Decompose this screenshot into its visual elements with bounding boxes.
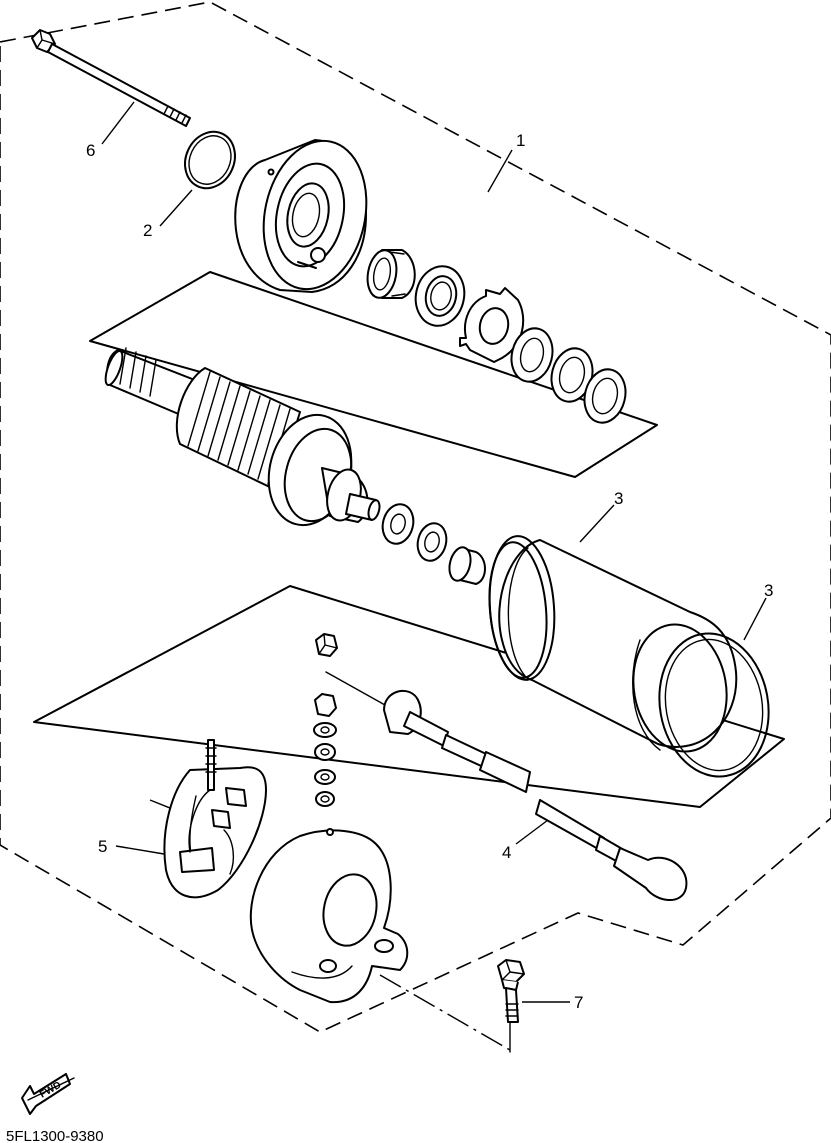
yoke-o-ring-rear[interactable]	[648, 625, 779, 786]
rear-washers[interactable]	[379, 501, 451, 564]
lock-plate[interactable]	[459, 287, 525, 363]
callout-7: 7	[574, 993, 583, 1012]
callout-3-front: 3	[614, 489, 623, 508]
through-bolt[interactable]	[31, 29, 191, 127]
thrust-washers[interactable]	[506, 324, 631, 427]
leader-lines	[101, 101, 767, 1003]
forward-arrow-icon: FWD	[21, 1073, 75, 1115]
callout-3-rear: 3	[764, 581, 773, 600]
diagram-code: 5FL1300-9380	[6, 1128, 104, 1143]
rear-bushing[interactable]	[446, 545, 486, 585]
callout-1: 1	[516, 131, 525, 150]
yoke[interactable]	[484, 539, 738, 759]
callout-2: 2	[143, 221, 152, 240]
armature[interactable]	[102, 347, 381, 534]
brush-holder[interactable]	[163, 739, 267, 899]
armature-group-outline	[89, 271, 658, 478]
terminal-nuts-washers[interactable]	[313, 633, 338, 807]
callout-4: 4	[502, 843, 511, 862]
front-cover[interactable]	[234, 131, 379, 299]
needle-bearing[interactable]	[364, 248, 416, 300]
yoke-group-outline	[33, 585, 785, 808]
o-ring[interactable]	[176, 124, 244, 197]
rear-cover[interactable]	[249, 828, 409, 1004]
yoke-o-ring-front[interactable]	[485, 534, 559, 682]
callout-5: 5	[98, 837, 107, 856]
mounting-bolt[interactable]	[497, 959, 525, 1023]
callout-6: 6	[86, 141, 95, 160]
oil-seal[interactable]	[410, 262, 469, 331]
assembly-boundary	[0, 1, 831, 1033]
starter-cable[interactable]	[383, 690, 688, 901]
